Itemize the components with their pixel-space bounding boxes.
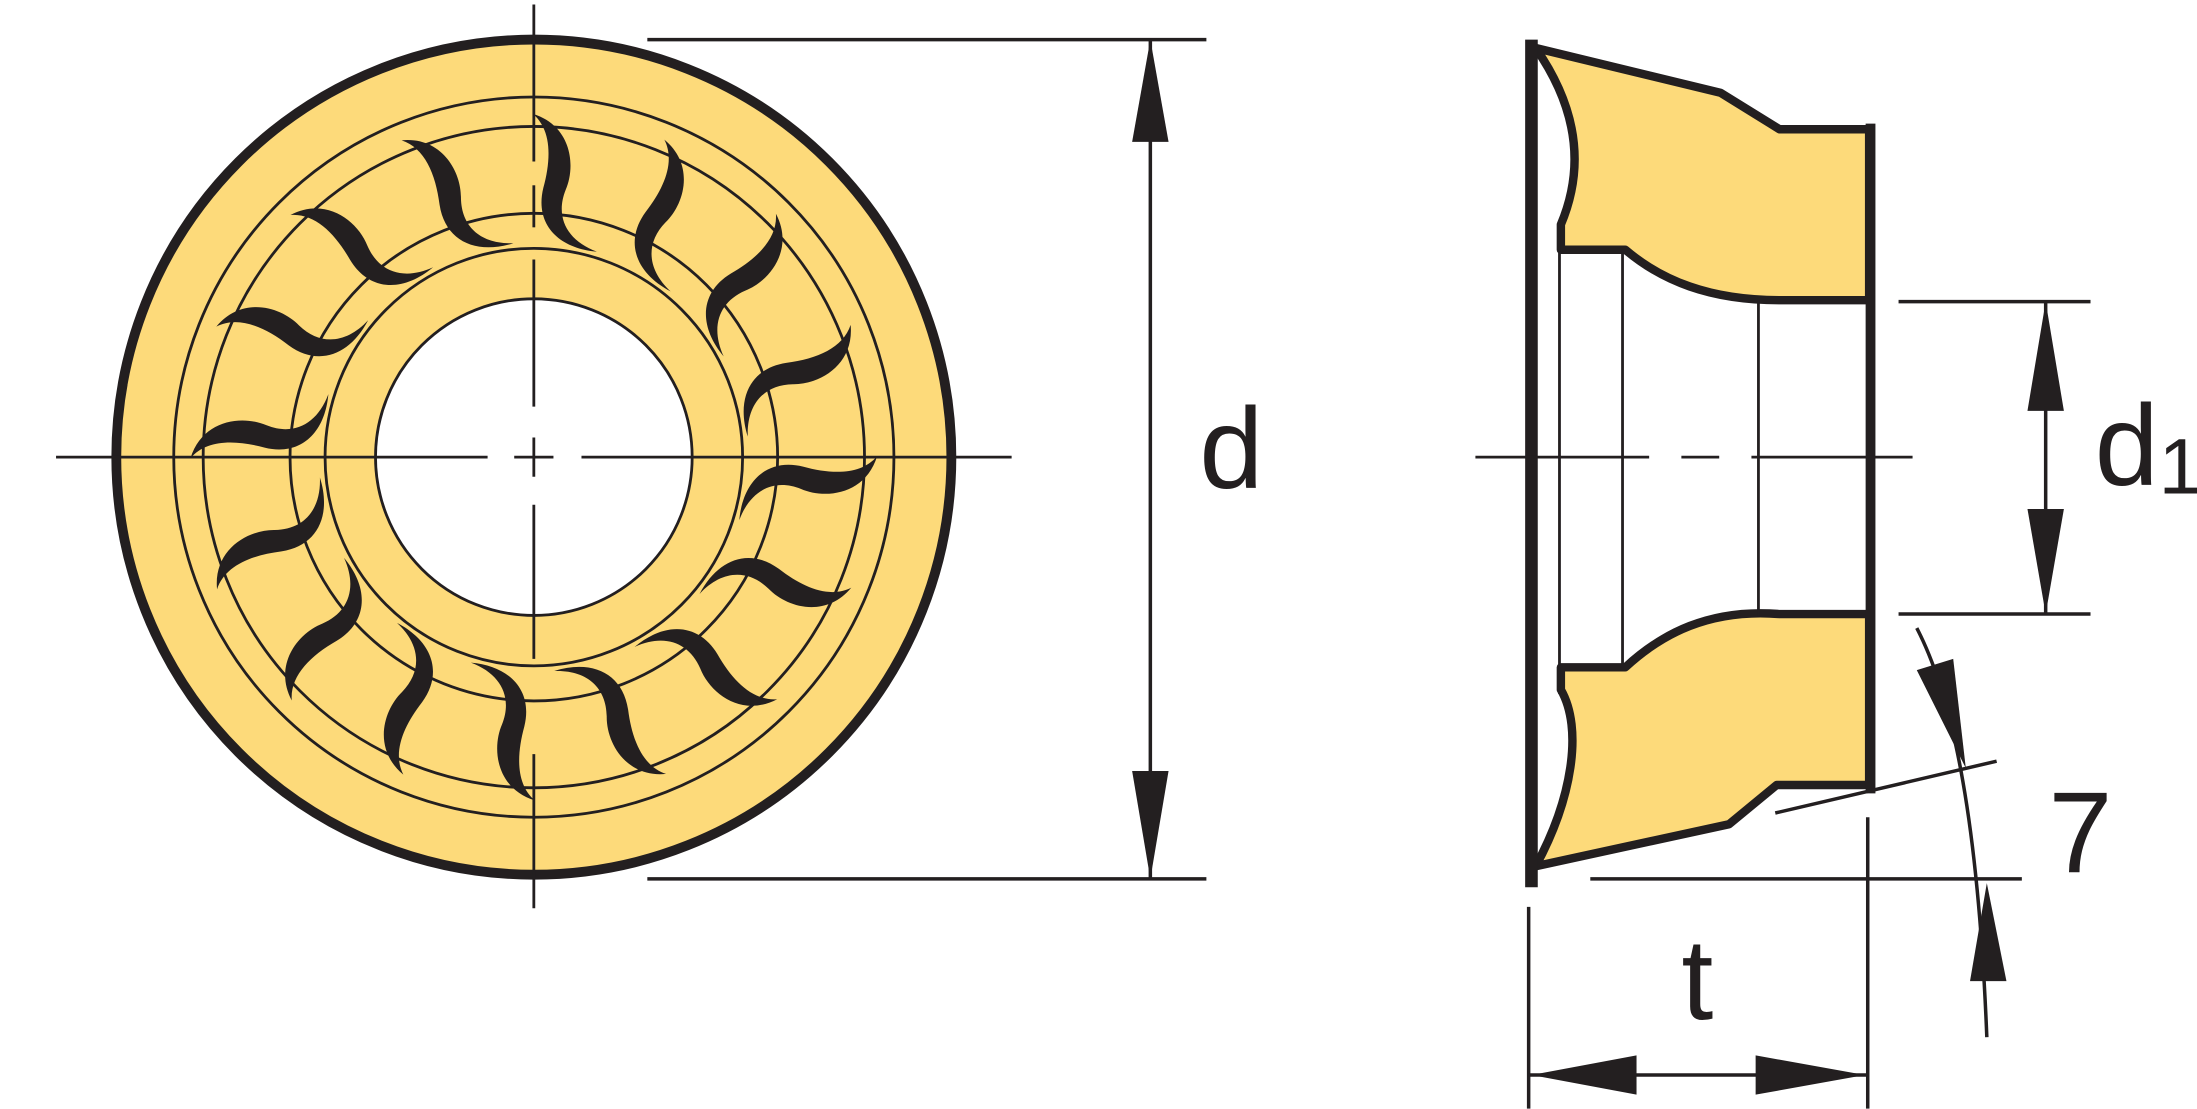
chip-breaker-swirl xyxy=(699,558,852,608)
diameter-label: d xyxy=(1199,385,1263,513)
arrow-up-icon xyxy=(1132,39,1169,142)
section-top-half xyxy=(1531,43,1874,305)
thickness-dimension xyxy=(1526,817,1870,1109)
chip-breaker-swirl xyxy=(554,667,667,775)
chip-breaker-swirl xyxy=(743,324,851,437)
arrow-icon xyxy=(1916,658,1966,769)
chip-breaker-swirl xyxy=(739,456,878,521)
arrow-down-icon xyxy=(2027,508,2064,615)
diameter-dimension xyxy=(647,37,1207,881)
section-view: d1 7 t xyxy=(1475,39,2197,1109)
front-view: d xyxy=(56,4,1263,909)
angle-dimension xyxy=(1590,627,2022,1038)
section-hidden-lines xyxy=(1475,224,1913,694)
chip-breaker-swirl xyxy=(532,113,597,252)
thickness-label: t xyxy=(1681,916,1713,1044)
chip-breakers xyxy=(190,113,878,801)
chip-breaker-swirl xyxy=(470,662,535,801)
angle-label: 7 xyxy=(2048,769,2112,897)
arrow-up-icon xyxy=(2027,301,2064,411)
arrow-down-icon xyxy=(1132,770,1169,879)
chip-breaker-swirl xyxy=(705,213,783,357)
chip-breaker-swirl xyxy=(216,307,369,357)
chip-breaker-swirl xyxy=(216,477,324,590)
chip-breaker-swirl xyxy=(190,394,329,459)
chip-breaker-swirl xyxy=(634,629,778,706)
bore-diameter-label: d1 xyxy=(2095,382,2197,510)
arrow-left-icon xyxy=(1531,1055,1637,1095)
chip-breaker-swirl xyxy=(401,140,514,248)
chip-breaker-swirl xyxy=(383,622,433,775)
section-bottom-half xyxy=(1531,609,1874,871)
chip-breaker-swirl xyxy=(634,139,684,292)
chip-breaker-swirl xyxy=(290,208,434,286)
center-lines xyxy=(56,4,1012,909)
bore-dimension xyxy=(1898,299,2091,616)
chip-breaker-swirl xyxy=(285,557,362,701)
arrow-icon xyxy=(1970,883,2007,982)
arrow-right-icon xyxy=(1755,1055,1865,1095)
